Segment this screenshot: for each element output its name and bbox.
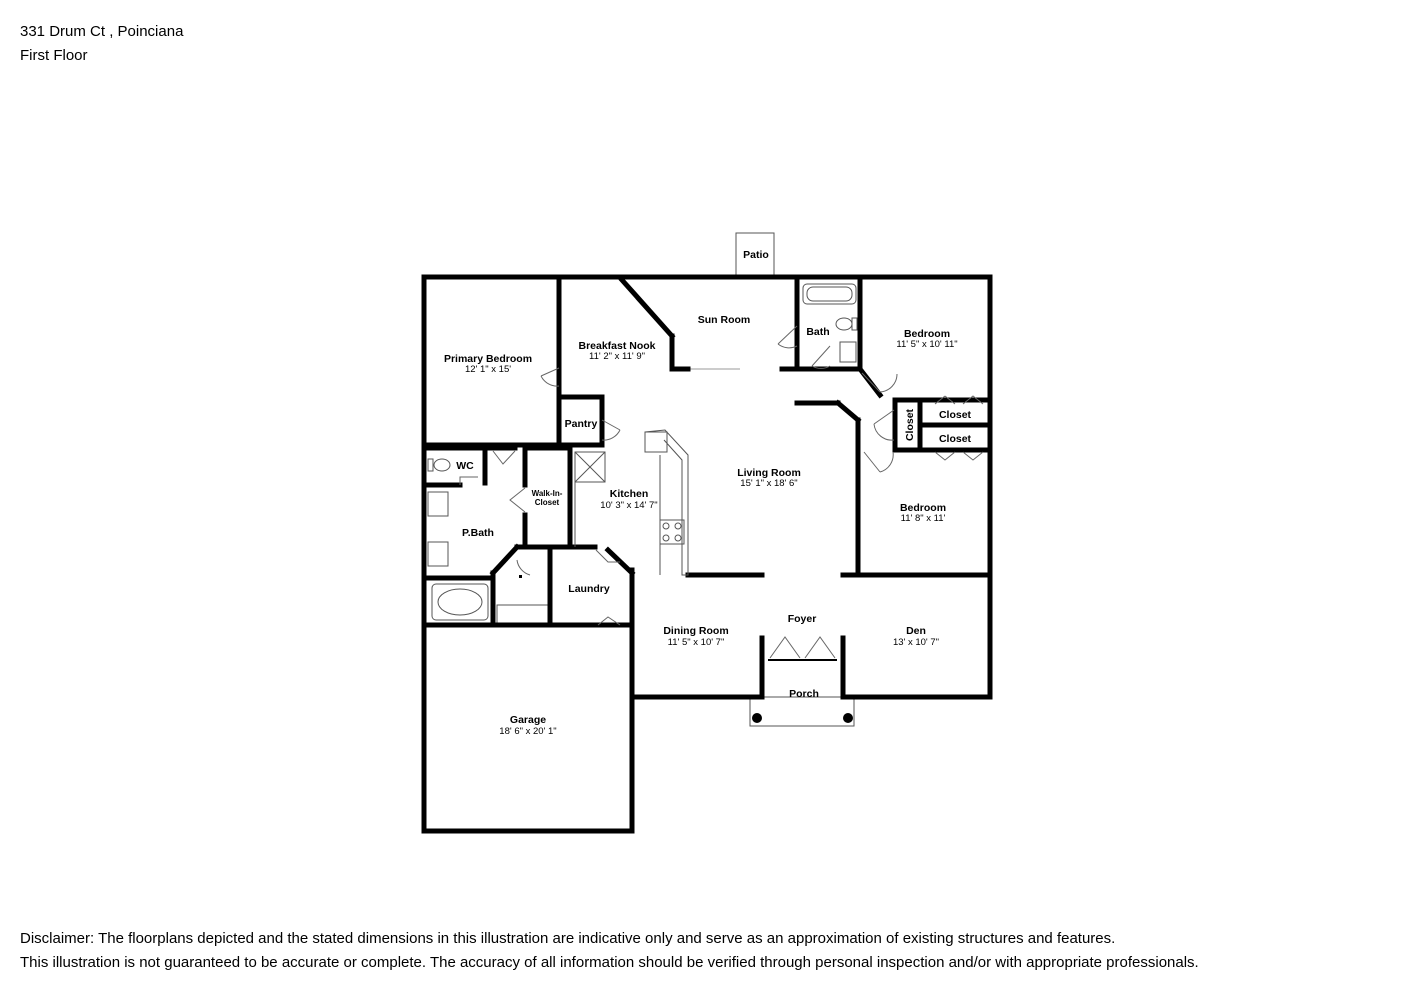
door-wc bbox=[459, 476, 478, 485]
bath-toilet bbox=[835, 317, 853, 331]
label-pantry: Pantry bbox=[565, 418, 598, 430]
label-patio: Patio bbox=[743, 249, 769, 261]
door-pantry bbox=[601, 419, 621, 441]
label-bedroom-ne: Bedroom bbox=[904, 328, 950, 340]
label-porch: Porch bbox=[789, 688, 819, 700]
label-foyer: Foyer bbox=[788, 613, 817, 625]
label-bath: Bath bbox=[806, 326, 829, 338]
door-bedroom-e bbox=[863, 451, 894, 473]
door-laundry-garage bbox=[597, 616, 621, 626]
label-living-room: Living Room bbox=[737, 467, 801, 479]
door-bedroom-ne bbox=[861, 372, 898, 393]
doors bbox=[459, 325, 984, 659]
door-laundry bbox=[595, 549, 620, 563]
door-sunroom bbox=[777, 325, 798, 349]
label-sun-room: Sun Room bbox=[698, 314, 751, 326]
label-walk-in-2: Closet bbox=[535, 498, 560, 507]
wc-toilet bbox=[433, 458, 451, 472]
label-primary-bedroom: Primary Bedroom bbox=[444, 353, 532, 365]
dims-kitchen: 10' 3" x 14' 7" bbox=[600, 500, 657, 511]
dims-garage: 18' 6" x 20' 1" bbox=[499, 726, 556, 737]
label-kitchen: Kitchen bbox=[610, 488, 649, 500]
bifold-closet-2 bbox=[934, 451, 984, 461]
porch-column-right bbox=[843, 713, 853, 723]
porch-column-left bbox=[752, 713, 762, 723]
door-wc-hall bbox=[492, 450, 516, 465]
address-title: 331 Drum Ct , Poinciana bbox=[20, 23, 184, 40]
kitchen-counter bbox=[644, 429, 689, 576]
kitchen-island-sink bbox=[644, 431, 668, 453]
label-dining-room: Dining Room bbox=[663, 625, 728, 637]
label-den: Den bbox=[906, 625, 926, 637]
floor-title: First Floor bbox=[20, 47, 88, 64]
dims-living-room: 15' 1" x 18' 6" bbox=[740, 478, 797, 489]
shower-drain bbox=[519, 575, 522, 578]
dims-bedroom-e: 11' 8" x 11' bbox=[901, 513, 946, 524]
label-closet-2: Closet bbox=[939, 433, 972, 445]
label-walk-in-1: Walk-In- bbox=[532, 489, 563, 498]
closet-step-outline bbox=[496, 604, 551, 626]
bath-tub bbox=[802, 283, 857, 305]
label-garage: Garage bbox=[510, 714, 546, 726]
thin-outlines bbox=[496, 232, 855, 727]
door-shower bbox=[516, 559, 531, 576]
dims-bedroom-ne: 11' 5" x 10' 11" bbox=[896, 339, 957, 350]
disclaimer-line-1: Disclaimer: The floorplans depicted and … bbox=[20, 930, 1116, 947]
label-closet-1: Closet bbox=[939, 409, 972, 421]
label-bedroom-e: Bedroom bbox=[900, 502, 946, 514]
pbath-sink-1 bbox=[427, 491, 449, 517]
dims-breakfast-nook: 11' 2" x 11' 9" bbox=[589, 351, 645, 362]
door-walkin bbox=[509, 487, 526, 513]
door-front bbox=[769, 636, 836, 659]
disclaimer-line-2: This illustration is not guaranteed to b… bbox=[20, 954, 1199, 971]
dims-primary-bedroom: 12' 1" x 15' bbox=[465, 364, 511, 375]
kitchen-fridge bbox=[574, 451, 606, 483]
dims-den: 13' x 10' 7" bbox=[893, 637, 939, 648]
door-closet bbox=[873, 409, 895, 441]
pbath-tub bbox=[431, 583, 489, 621]
label-closet-vertical: Closet bbox=[904, 408, 916, 441]
walls bbox=[421, 274, 993, 834]
label-wc: WC bbox=[456, 460, 474, 472]
porch-outline bbox=[749, 696, 855, 727]
pbath-sink-2 bbox=[427, 541, 449, 567]
label-p-bath: P.Bath bbox=[462, 527, 494, 539]
bifold-closet-1 bbox=[934, 395, 984, 405]
door-primary-bedroom bbox=[540, 367, 560, 387]
label-breakfast-nook: Breakfast Nook bbox=[578, 340, 655, 352]
dims-dining-room: 11' 5" x 10' 7" bbox=[668, 637, 725, 648]
label-laundry: Laundry bbox=[568, 583, 610, 595]
door-bath bbox=[811, 345, 831, 369]
bath-sink bbox=[839, 341, 857, 363]
fixtures bbox=[427, 283, 858, 621]
